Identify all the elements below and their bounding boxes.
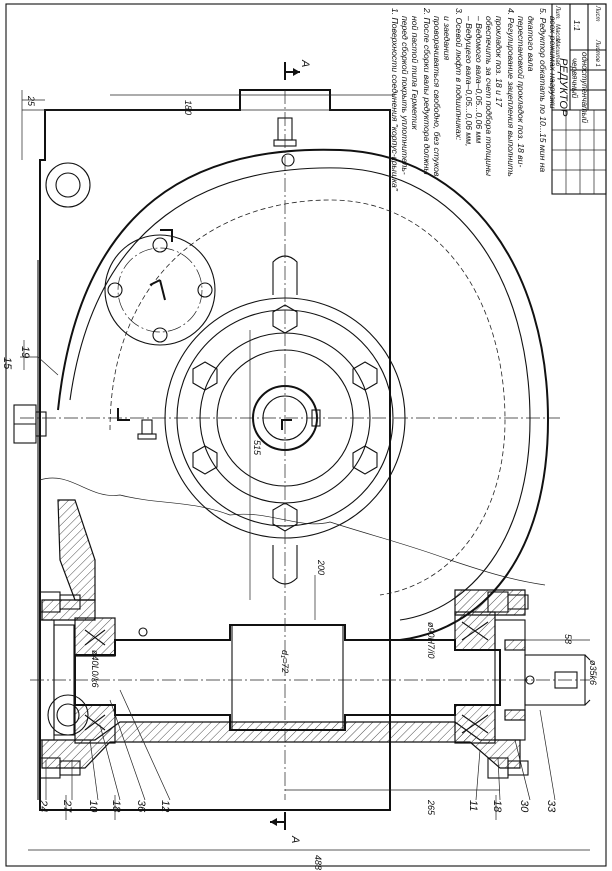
note-line: 5. Редуктор обкатать по 10...15 мин на xyxy=(538,8,548,172)
note-line: прокладок поз. 18 и 17 xyxy=(494,16,504,108)
dim-488: 488 xyxy=(313,855,323,870)
note-line: обеспечить за счет подбора толщины xyxy=(484,16,494,177)
note-line: 2. После сборки валы редуктора должны xyxy=(422,7,432,176)
dim-265: 265 xyxy=(426,799,436,816)
note-line: 4. Регулирование зацепления выполнить xyxy=(506,8,516,177)
callout-12: 12 xyxy=(159,800,171,812)
note-line: 1. Поверхности соединения "корпус-крышка… xyxy=(390,8,400,192)
dim-515: 515 xyxy=(252,440,262,456)
note-line: перед сборкой покрыть уплотнитель- xyxy=(400,16,410,175)
title-block xyxy=(551,3,607,195)
section-line xyxy=(270,62,300,830)
section-mark-bottom: A xyxy=(289,835,301,843)
title-block-col1: Лит. xyxy=(554,5,560,20)
dim-25: 25 xyxy=(26,95,36,107)
title-block-col3: Масштаб xyxy=(554,38,560,67)
callout-underlines xyxy=(23,340,497,820)
callout-33: 33 xyxy=(545,800,557,813)
housing-cover xyxy=(39,148,550,641)
callout-36: 36 xyxy=(135,800,147,813)
note-line: проворачиваться свободно, без стуков xyxy=(432,16,442,177)
title-block-sheet: Лист xyxy=(594,5,600,21)
callout-15: 15 xyxy=(1,357,13,370)
dimension-lines xyxy=(21,90,590,851)
callout-27: 27 xyxy=(61,799,73,813)
dim-180: 180 xyxy=(183,100,193,115)
note-line: – Ведущего вала–0,05...0,06 мм, xyxy=(464,15,474,147)
callout-24: 24 xyxy=(37,799,49,812)
title-block-title: РЕДУКТОР xyxy=(557,58,569,117)
dim-200: 200 xyxy=(316,559,326,575)
worm-shaft-section xyxy=(30,499,591,779)
dim-d1: d₁=72 xyxy=(280,650,290,673)
title-block-subtitle1: червячный xyxy=(570,58,579,99)
drawing-frame xyxy=(5,3,607,867)
title-block-col2: Масса xyxy=(554,24,560,42)
note-line: – Ведомого вала–0,05...0,06 мм xyxy=(474,15,484,143)
note-line: перестановкой прокладок поз. 18 ви- xyxy=(516,16,526,167)
section-mark-top: A xyxy=(299,59,311,67)
callout-11: 11 xyxy=(467,800,479,811)
callout-30: 30 xyxy=(518,800,530,813)
note-line: и заедания xyxy=(442,16,452,61)
drain-plug xyxy=(13,404,47,444)
side-flange xyxy=(104,234,216,346)
callout-18-left: 18 xyxy=(110,800,122,813)
note-line: ной пастой типа Герметик xyxy=(410,16,420,131)
callout-18-right: 18 xyxy=(491,800,503,813)
title-block-subtitle2: одноступенчатый xyxy=(580,52,589,124)
callout-10: 10 xyxy=(87,800,99,813)
dim-58: 58 xyxy=(563,634,573,644)
technical-notes: 1. Поверхности соединения "корпус-крышка… xyxy=(390,7,558,192)
note-line: дкатого вала xyxy=(526,16,536,72)
callout-19: 19 xyxy=(19,346,31,358)
callout-leaders xyxy=(20,356,556,801)
dim-shaft-right: ø35k6 xyxy=(588,660,598,685)
dim-shaft-left: ø40L0/k6 xyxy=(90,650,100,688)
dim-bore: ø90H7/i0 xyxy=(426,622,436,659)
note-line: всех режимах нагрузки xyxy=(548,16,558,109)
housing-base xyxy=(37,89,391,811)
title-block-sheets: Листов 1 xyxy=(594,39,600,67)
note-line: 3. Осевой люфт в подшипниках: xyxy=(454,8,464,141)
title-block-scale: 1:1 xyxy=(572,20,581,31)
